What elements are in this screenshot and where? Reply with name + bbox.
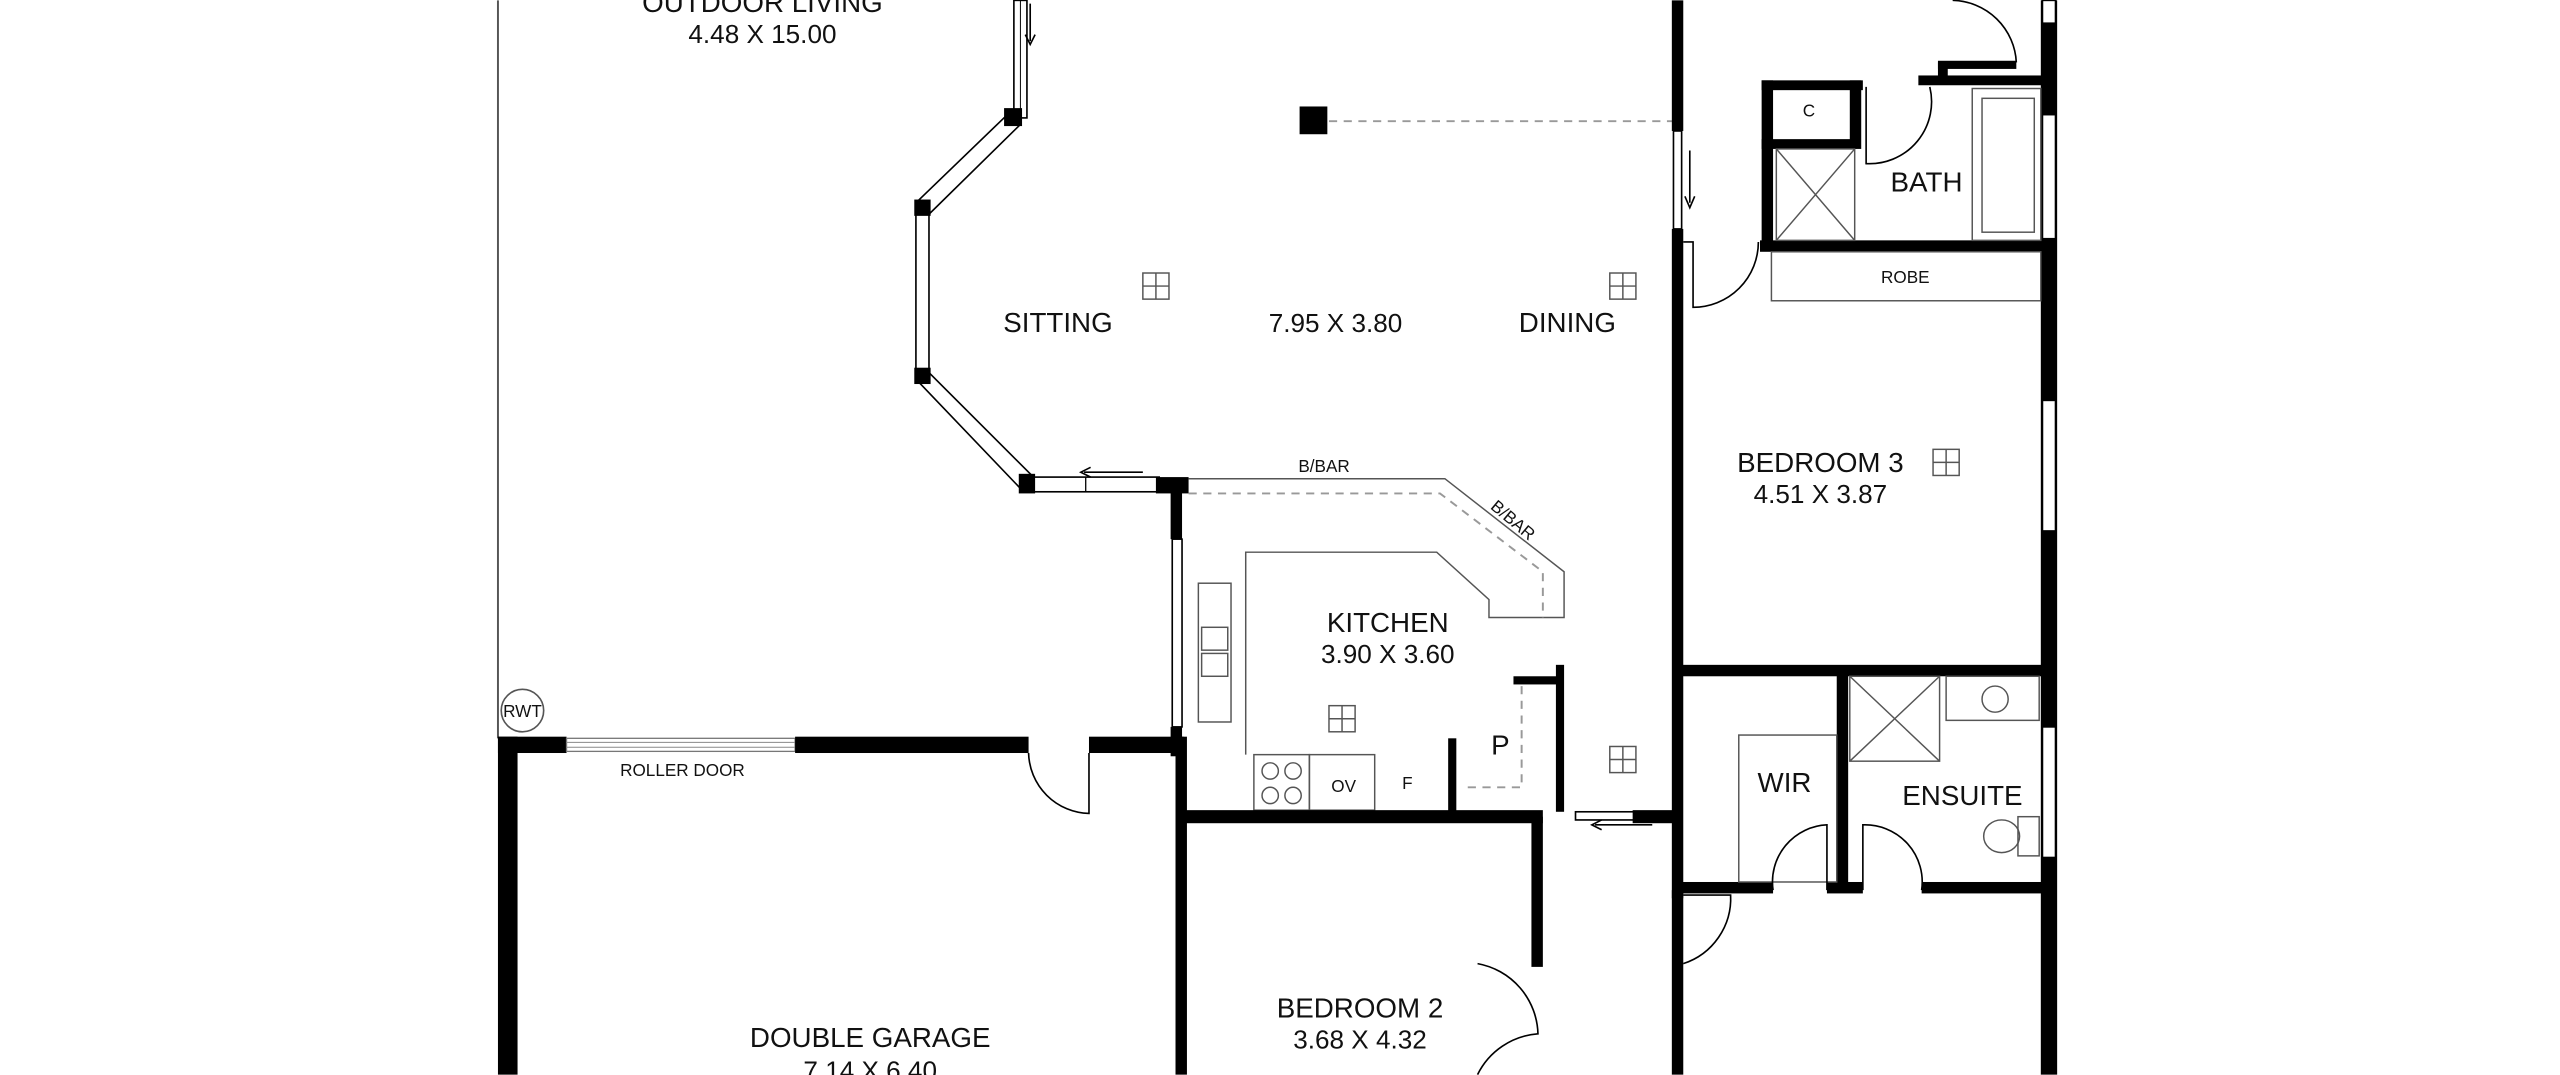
oven-label: OV [1331, 776, 1356, 796]
room-size-bedroom3: 4.51 X 3.87 [1754, 479, 1888, 509]
ensuite-walls [1678, 669, 2048, 894]
room-name-kitchen: KITCHEN [1327, 607, 1449, 638]
light-icon [1142, 272, 1170, 300]
sliding-arrow-icon [1590, 819, 1653, 831]
breakfast-bar [1188, 477, 1565, 755]
sliding-arrow-icon [1684, 150, 1696, 210]
room-name-bath: BATH [1891, 166, 1963, 197]
room-name-bedroom2: BEDROOM 2 [1277, 992, 1444, 1023]
fridge-label: F [1402, 773, 1412, 793]
svg-text:RWT: RWT [503, 701, 542, 721]
wall [1170, 485, 1183, 540]
cooktop-icon [1253, 753, 1311, 811]
bay-window [914, 0, 1189, 494]
room-size-bedroom2: 3.68 X 4.32 [1293, 1025, 1427, 1055]
bath-walls [1760, 0, 2048, 302]
room-size-garage: 7.14 X 6.40 [803, 1056, 937, 1075]
room-name-outdoor-living: OUTDOOR LIVING [642, 0, 883, 18]
pantry-label: P [1491, 730, 1510, 761]
wall [1678, 664, 2048, 677]
room-name-dining: DINING [1519, 307, 1616, 338]
room-name-garage: DOUBLE GARAGE [750, 1022, 991, 1053]
wall [1180, 810, 1543, 824]
room-name-bedroom3: BEDROOM 3 [1737, 447, 1904, 478]
room-size-outdoor-living: 4.48 X 15.00 [688, 19, 836, 49]
bbar-label: B/BAR [1487, 496, 1539, 544]
sliding-arrow-icon [1078, 466, 1143, 478]
light-icon [1328, 704, 1356, 733]
sliding-arrow-icon [1024, 3, 1036, 47]
rainwater-tank-icon: RWT [500, 688, 545, 733]
wall [1671, 0, 1684, 131]
cupboard-label: C [1803, 100, 1815, 120]
light-icon [1932, 448, 1960, 477]
roller-door [565, 737, 796, 753]
post [1299, 106, 1328, 135]
light-icon [1609, 272, 1637, 300]
room-name-ensuite: ENSUITE [1902, 780, 2022, 811]
bbar-label: B/BAR [1298, 456, 1349, 476]
roller-door-label: ROLLER DOOR [620, 760, 745, 780]
room-size-kitchen: 3.90 X 3.60 [1321, 639, 1455, 669]
light-icon [1609, 745, 1637, 774]
sink-icon [1197, 582, 1232, 723]
robe-label: ROBE [1881, 267, 1930, 287]
room-name-sitting: SITTING [1003, 307, 1112, 338]
room-size-living: 7.95 X 3.80 [1269, 308, 1403, 338]
room-name-wir: WIR [1758, 767, 1812, 798]
